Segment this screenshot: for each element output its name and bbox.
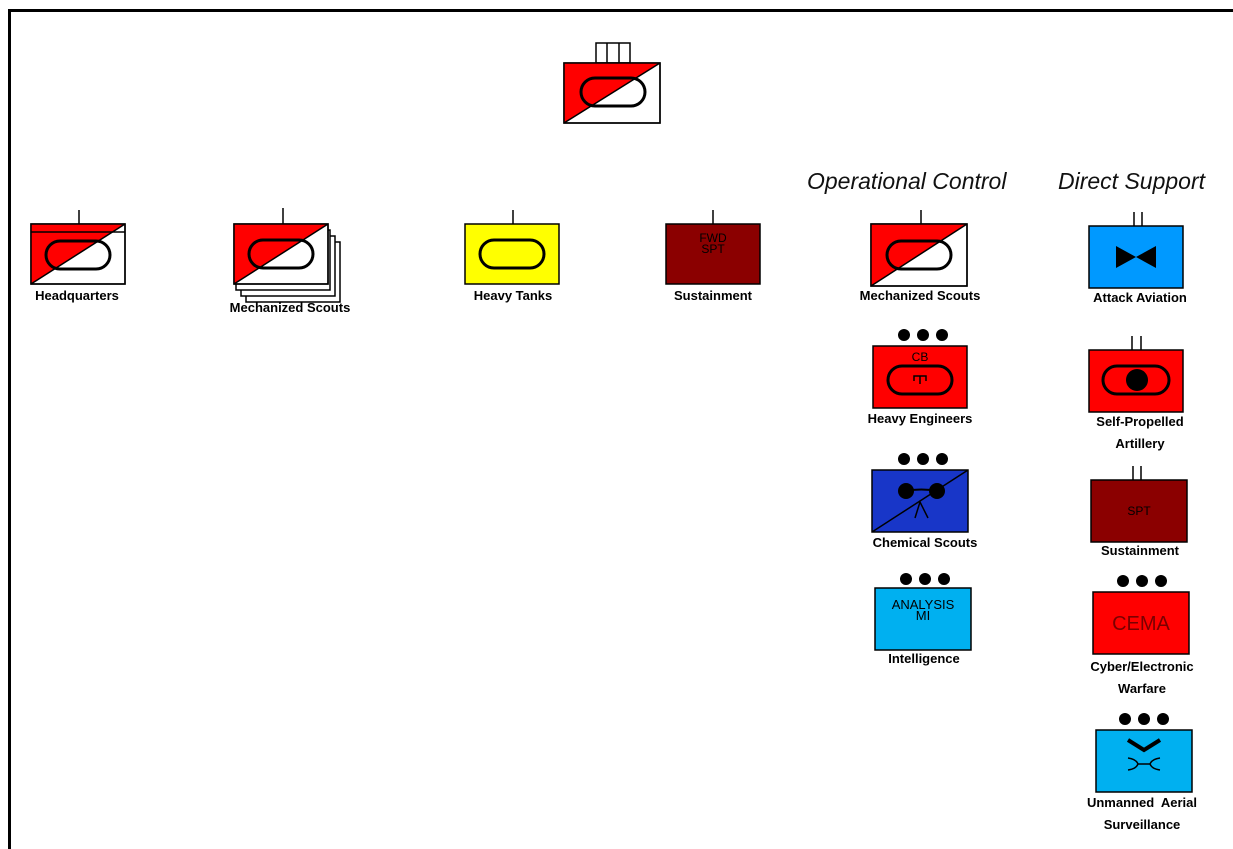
cyber-ew-label-line1: Cyber/Electronic bbox=[1090, 659, 1194, 674]
sustainment-fwd-label: Sustainment bbox=[673, 288, 752, 303]
heavy-engineers-label: Heavy Engineers bbox=[867, 411, 973, 426]
headquarters-icon bbox=[30, 210, 126, 285]
cema-text: CEMA bbox=[1112, 613, 1170, 635]
top-unit-symbol bbox=[560, 40, 664, 126]
headquarters-symbol bbox=[25, 210, 129, 290]
self-propelled-label-line1: Self-Propelled bbox=[1096, 414, 1184, 429]
uas-symbol bbox=[1090, 708, 1194, 794]
self-propelled-artillery-icon bbox=[1088, 336, 1184, 413]
sustainment-ds-symbol: SPT bbox=[1086, 462, 1190, 546]
heavy-engineers-symbol: CB bbox=[868, 326, 972, 412]
sustainment-icon: SPT bbox=[1090, 466, 1188, 543]
sustainment-icon: FWD SPT bbox=[665, 210, 761, 285]
intelligence-label: Intelligence bbox=[888, 651, 960, 666]
self-propelled-artillery-label: Self-Propelled Artillery bbox=[1060, 411, 1220, 455]
heavy-tanks-label: Heavy Tanks bbox=[473, 288, 553, 303]
sustainment-fwd-symbol: FWD SPT bbox=[662, 210, 766, 290]
unmanned-aerial-surveillance-icon bbox=[1095, 713, 1193, 793]
cb-text: CB bbox=[912, 350, 929, 364]
mechanized-scout-stack-icon bbox=[233, 208, 341, 303]
military-intelligence-icon: ANALYSIS MI bbox=[874, 573, 972, 651]
mechanized-scouts-main-label: Mechanized Scouts bbox=[229, 300, 351, 315]
attack-aviation-label: Attack Aviation bbox=[1093, 290, 1187, 305]
cyber-ew-label: Cyber/Electronic Warfare bbox=[1060, 656, 1224, 700]
attack-aviation-icon bbox=[1088, 212, 1184, 289]
mechanized-scouts-main-symbol bbox=[230, 208, 350, 304]
headquarters-label: Headquarters bbox=[35, 288, 119, 303]
self-propelled-artillery-symbol bbox=[1084, 334, 1188, 414]
spt-text: SPT bbox=[701, 242, 725, 256]
mechanized-scouts-opcon-symbol bbox=[866, 210, 970, 290]
self-propelled-label-line2: Artillery bbox=[1115, 436, 1165, 451]
mi-text: MI bbox=[916, 608, 930, 623]
cyber-ew-label-line2: Warfare bbox=[1118, 681, 1166, 696]
analysis-text: ANALYSIS bbox=[892, 597, 955, 612]
frame-border bbox=[8, 9, 1233, 849]
armor-tank-icon bbox=[464, 210, 560, 285]
fwd-text: FWD bbox=[699, 231, 727, 245]
direct-support-header: Direct Support bbox=[1058, 168, 1206, 194]
sustainment-ds-label: Sustainment bbox=[1100, 543, 1179, 558]
intelligence-symbol: ANALYSIS MI bbox=[870, 568, 974, 654]
chemical-scouts-symbol bbox=[868, 450, 972, 536]
cyber-ew-symbol: CEMA bbox=[1088, 572, 1192, 658]
uas-label: Unmanned Aerial Surveillance bbox=[1060, 792, 1224, 836]
mechanized-scout-squadron-icon bbox=[563, 42, 661, 124]
cyber-electronic-warfare-icon: CEMA bbox=[1092, 575, 1190, 655]
chemical-recon-icon bbox=[871, 453, 969, 533]
combat-engineer-icon: CB bbox=[872, 329, 968, 409]
spt-text: SPT bbox=[1127, 504, 1151, 518]
attack-aviation-symbol bbox=[1084, 210, 1188, 290]
mechanized-scouts-opcon-label: Mechanized Scouts bbox=[859, 288, 981, 303]
uas-label-line1: Unmanned Aerial bbox=[1086, 795, 1198, 810]
chemical-scouts-label: Chemical Scouts bbox=[872, 535, 978, 550]
uas-label-line2: Surveillance bbox=[1103, 817, 1181, 832]
mechanized-scout-icon bbox=[870, 210, 968, 287]
heavy-tanks-symbol bbox=[461, 210, 565, 290]
operational-control-header: Operational Control bbox=[807, 168, 1007, 194]
